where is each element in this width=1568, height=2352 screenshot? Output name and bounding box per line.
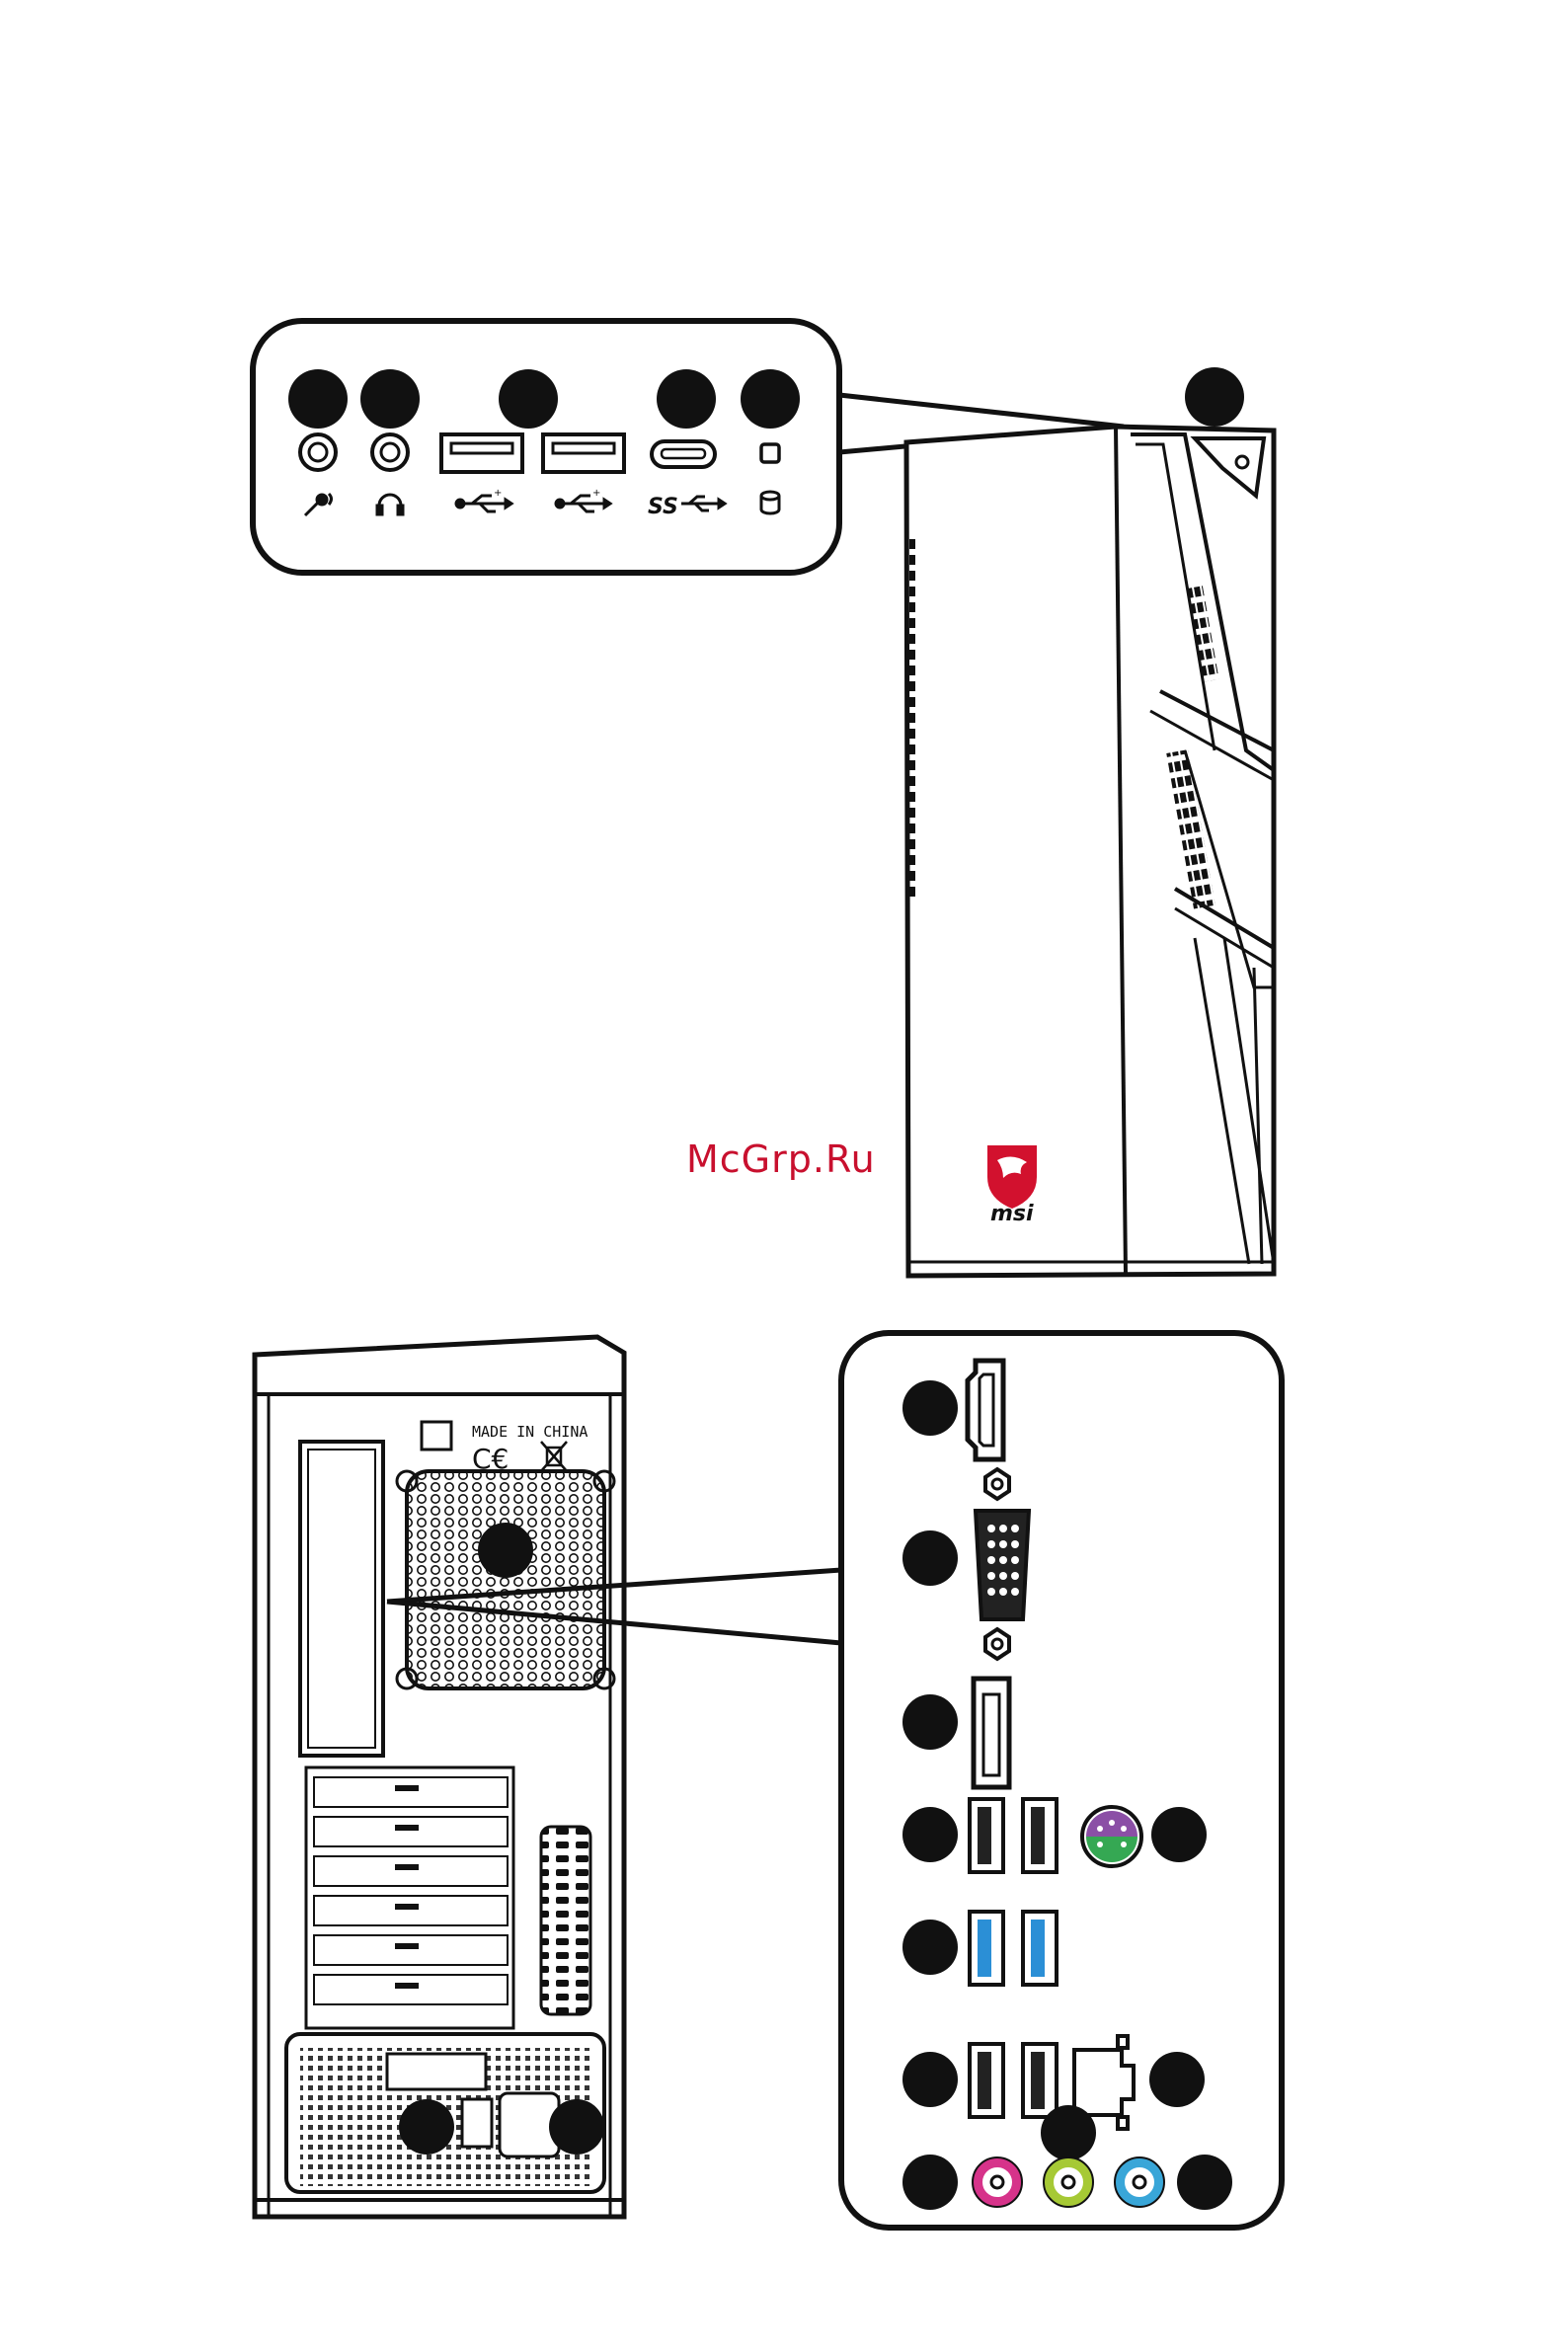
callout-marker	[1151, 1807, 1207, 1862]
callout-marker	[902, 2052, 958, 2107]
msi-logo-text: msi	[990, 1202, 1034, 1226]
callout-marker	[478, 1523, 533, 1578]
msi-logo: msi	[987, 1145, 1037, 1226]
rear-fan-grill	[407, 1471, 604, 1688]
callout-marker	[657, 369, 716, 429]
side-vent-grill	[541, 1827, 590, 2014]
svg-text:+: +	[494, 488, 502, 499]
callout-marker	[499, 369, 558, 429]
tower-front-outline	[906, 427, 1274, 1276]
callout-marker	[902, 1807, 958, 1862]
callout-marker	[288, 369, 348, 429]
tower-rear-view: MADE IN CHINA C€	[255, 1337, 624, 2217]
callout-marker	[399, 2099, 454, 2155]
watermark: McGrp.Ru	[686, 1137, 876, 1181]
side-vent-strip	[906, 533, 915, 899]
callout-marker	[902, 1920, 958, 1975]
callout-marker	[360, 369, 420, 429]
front-callout-leader-top	[839, 395, 1124, 427]
callout-marker	[902, 2155, 958, 2210]
psu-switch	[462, 2099, 492, 2147]
callout-marker	[549, 2099, 604, 2155]
svg-text:+: +	[592, 488, 600, 499]
callout-marker	[902, 1694, 958, 1750]
ps2-port-icon	[1082, 1807, 1141, 1866]
callout-marker	[741, 369, 800, 429]
front-callout-box	[253, 321, 839, 573]
callout-marker	[1177, 2155, 1232, 2210]
callout-marker	[1185, 367, 1244, 427]
tower-front-view: msi	[906, 427, 1274, 1276]
callout-marker	[902, 1380, 958, 1436]
callout-marker	[1149, 2052, 1205, 2107]
rear-label-text: MADE IN CHINA	[472, 1423, 588, 1441]
superspeed-usb-icon-text: SS	[648, 495, 678, 519]
callout-marker	[902, 1530, 958, 1586]
